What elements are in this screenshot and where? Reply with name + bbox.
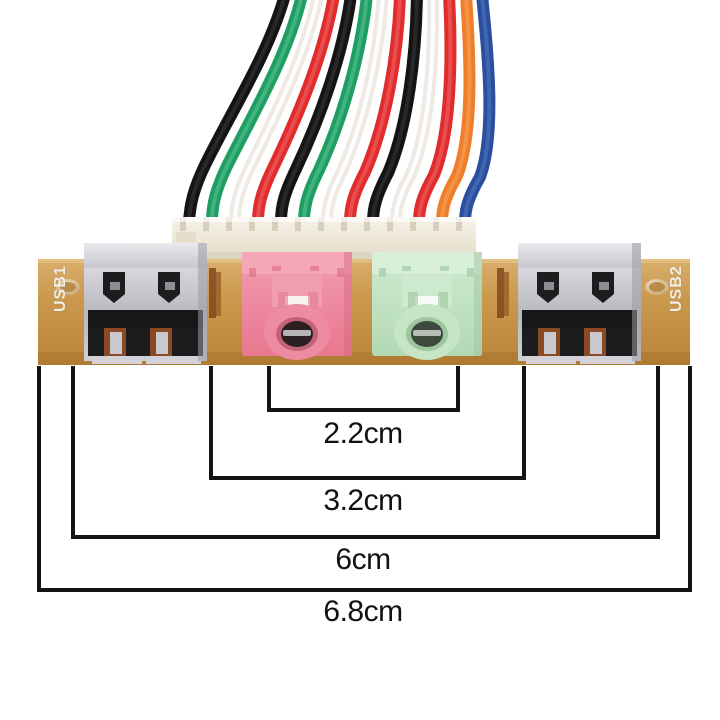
usb-port-left[interactable] (84, 243, 207, 364)
wire-bundle (183, 0, 496, 228)
dimension-line-3-2cm (209, 366, 526, 480)
silkscreen-label-usb2: USB2 (668, 265, 685, 312)
usb-port-right[interactable] (518, 243, 641, 364)
dimension-lines (37, 366, 692, 592)
dimension-line-2-2cm (267, 366, 460, 412)
silkscreen-label-usb1: USB1 (52, 265, 69, 312)
dimension-line-6cm (71, 366, 660, 539)
dimension-label-2-2cm: 2.2cm (323, 417, 403, 450)
audio-jack-headphone[interactable] (372, 252, 482, 360)
dimension-label-6cm: 6cm (335, 543, 391, 576)
dimension-label-6-8cm: 6.8cm (323, 595, 403, 628)
dimension-line-6-8cm (37, 366, 692, 592)
audio-jack-mic[interactable] (242, 252, 352, 360)
dimension-label-3-2cm: 3.2cm (323, 484, 403, 517)
